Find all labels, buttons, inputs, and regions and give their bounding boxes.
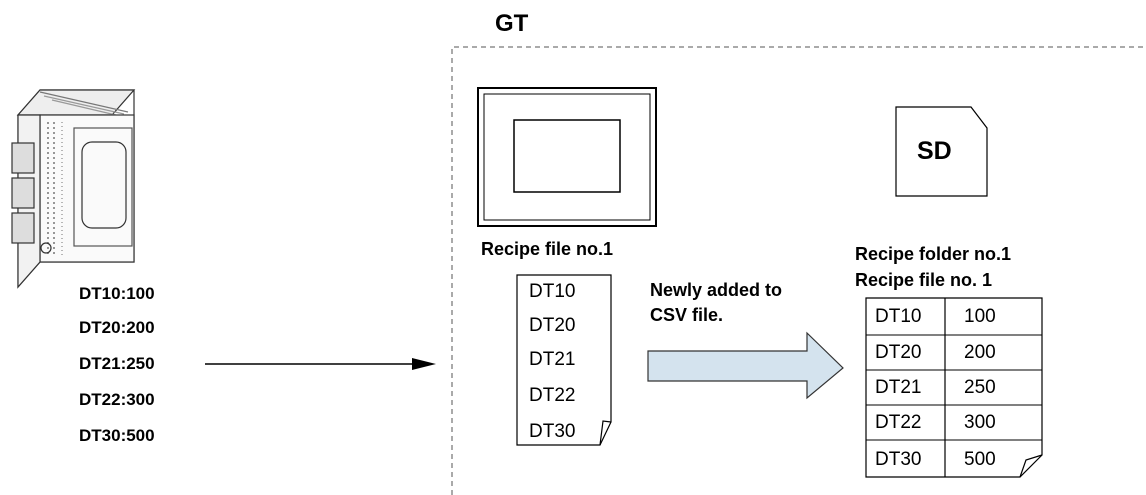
gt-recipe-entry: DT30	[529, 421, 576, 442]
sd-row-value: 300	[964, 412, 996, 433]
sd-file-caption: Recipe file no. 1	[855, 270, 993, 290]
sd-row-value: 200	[964, 342, 996, 363]
gt-boundary	[451, 46, 1146, 495]
plc-value: DT20:200	[79, 318, 155, 337]
sd-row-name: DT10	[875, 306, 922, 327]
plc-value: DT30:500	[79, 426, 155, 445]
plc-device-icon	[11, 89, 136, 289]
sd-recipe-document	[865, 297, 1043, 478]
gt-recipe-entry: DT21	[529, 349, 576, 370]
arrow-caption-line: Newly added to	[650, 280, 783, 300]
plc-value: DT22:300	[79, 390, 155, 409]
sd-row-value: 100	[964, 306, 996, 327]
csv-add-arrow	[647, 331, 844, 400]
gt-recipe-caption: Recipe file no.1	[481, 239, 614, 259]
sd-card-label: SD	[917, 137, 952, 165]
gt-label: GT	[495, 10, 529, 37]
arrow-caption-line: CSV file.	[650, 305, 724, 325]
sd-row-name: DT20	[875, 342, 922, 363]
sd-row-value: 500	[964, 449, 996, 470]
sd-row-name: DT21	[875, 377, 922, 398]
sd-row-name: DT30	[875, 449, 922, 470]
sd-row-name: DT22	[875, 412, 922, 433]
sd-card-icon	[895, 106, 988, 197]
plc-value: DT10:100	[79, 284, 155, 303]
gt-recipe-entry: DT10	[529, 281, 576, 302]
transfer-arrow-head	[412, 358, 436, 370]
sd-folder-caption: Recipe folder no.1	[855, 244, 1012, 264]
gt-recipe-entry: DT22	[529, 385, 576, 406]
plc-value: DT21:250	[79, 354, 155, 373]
gt-recipe-entry: DT20	[529, 315, 576, 336]
gt-panel-icon	[477, 87, 657, 227]
gt-recipe-document	[516, 274, 612, 446]
sd-row-value: 250	[964, 377, 996, 398]
